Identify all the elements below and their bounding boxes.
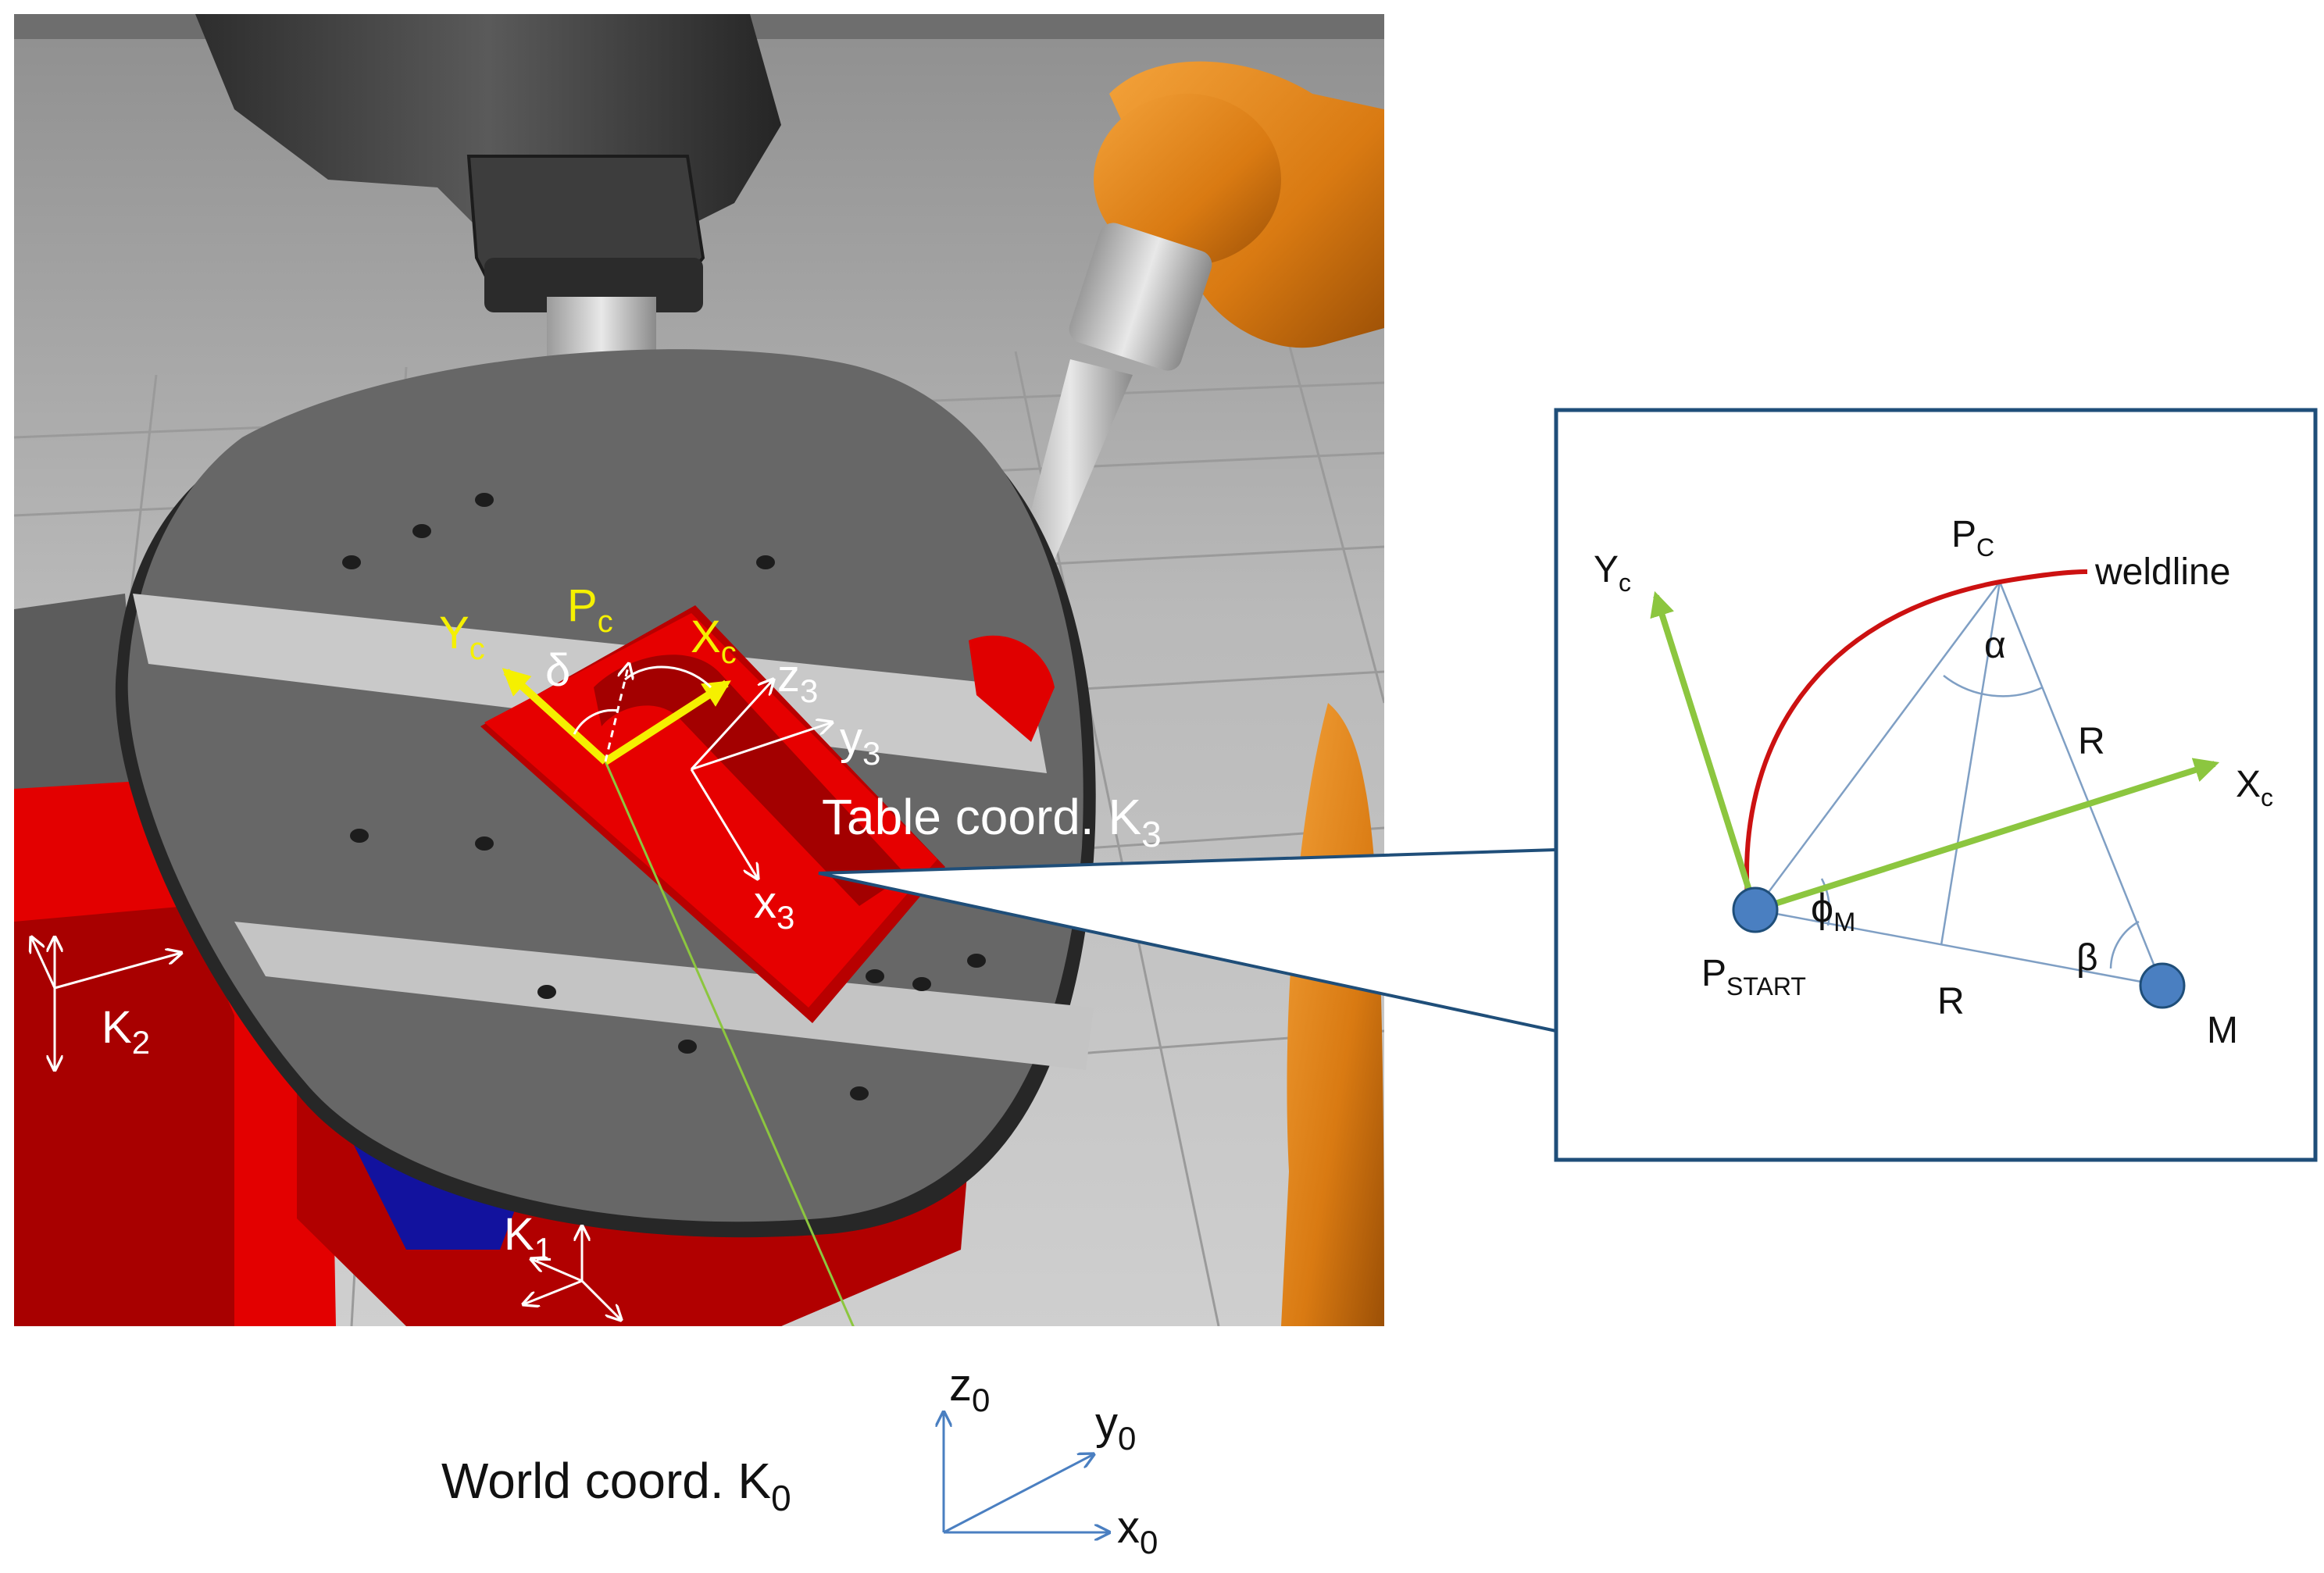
weldline-arc <box>1744 569 2088 899</box>
link-line-to-world <box>604 761 855 1326</box>
inset-xc-vector <box>1754 758 2220 913</box>
tool-frame-vectors <box>502 664 731 765</box>
k2-frame-axes <box>31 937 181 1070</box>
inset-xc-label: Xc <box>2236 764 2273 811</box>
scene-pc-label: Pc <box>567 580 613 639</box>
table-frame-axes <box>690 679 832 879</box>
workpiece-plate <box>480 605 1055 1023</box>
scene-yc-label: Yc <box>439 608 485 666</box>
pc-arc-white <box>624 665 712 689</box>
table-coord-label: Table coord. K3 <box>822 789 1162 854</box>
z0-label: z0 <box>949 1360 990 1418</box>
world-coord-label: World coord. K0 <box>441 1453 791 1518</box>
inset-pc-label: PC <box>1951 514 1994 562</box>
k1-label: K1 <box>504 1209 552 1268</box>
tool-axis-dashed <box>604 664 629 762</box>
callout-wedge <box>818 848 1557 1033</box>
x0-label: x0 <box>1117 1502 1158 1561</box>
delta-angle-arc <box>573 708 619 735</box>
inset-yc-vector <box>1650 590 1758 911</box>
beta-label: β <box>2076 937 2098 979</box>
pstart-label: PSTART <box>1701 953 1806 1001</box>
world-frame-axes <box>944 1412 1109 1532</box>
inset-panel: PC weldline Yc Xc α R ϕM β PSTART R M <box>1554 408 2318 1162</box>
yc-vector <box>502 668 609 765</box>
x3-label: x3 <box>754 877 794 936</box>
inset-yc-label: Yc <box>1594 549 1631 597</box>
k1-frame-axes <box>523 1226 621 1320</box>
scene-delta-label: δ <box>545 645 570 696</box>
m-label: M <box>2207 1010 2238 1051</box>
scene-xc-label: Xc <box>691 612 737 670</box>
alpha-label: α <box>1984 625 2006 666</box>
z3-label: z3 <box>777 651 818 709</box>
weldline-label: weldline <box>2094 551 2230 593</box>
pstart-point <box>1732 886 1779 933</box>
xc-vector <box>603 679 731 765</box>
phi-m-label: ϕM <box>1811 886 1855 937</box>
r-lower-label: R <box>1937 981 1965 1022</box>
simulation-scene <box>14 14 1384 1326</box>
inset-geometry-lines <box>1754 581 2164 987</box>
y0-label: y0 <box>1095 1398 1136 1457</box>
k2-label: K2 <box>102 1002 150 1061</box>
y3-label: y3 <box>840 713 880 772</box>
inset-frame <box>1554 408 2318 1162</box>
m-point <box>2139 962 2186 1009</box>
r-upper-label: R <box>2078 721 2105 762</box>
